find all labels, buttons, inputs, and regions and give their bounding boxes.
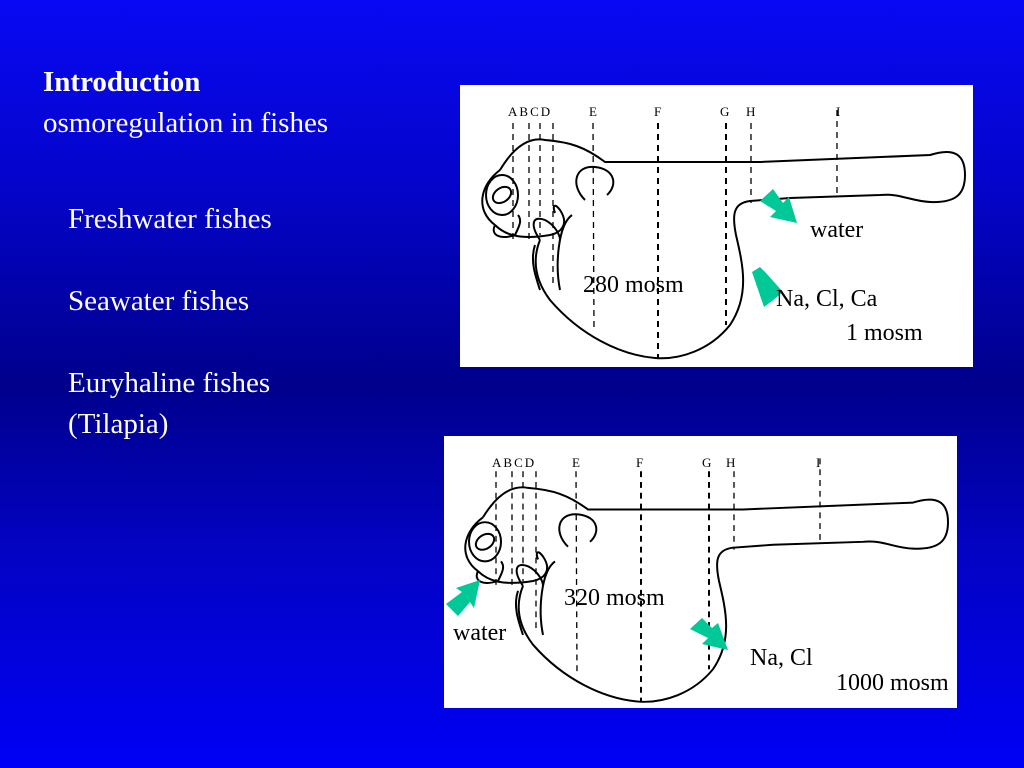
ions-label: Na, Cl, Ca bbox=[776, 286, 878, 312]
ions-in-arrow-icon bbox=[752, 267, 783, 307]
section-label: E bbox=[572, 455, 580, 470]
slide-subtitle: osmoregulation in fishes bbox=[43, 107, 329, 139]
slide-title: Introduction bbox=[43, 66, 201, 98]
section-label: F bbox=[654, 104, 662, 119]
section-label: E bbox=[589, 104, 597, 119]
section-label: G bbox=[702, 455, 712, 470]
ions-label: Na, Cl bbox=[750, 645, 813, 671]
section-label: I bbox=[816, 455, 821, 470]
internal-osmolality: 280 mosm bbox=[583, 272, 684, 298]
internal-osmolality: 320 mosm bbox=[564, 585, 665, 611]
list-item-seawater: Seawater fishes bbox=[68, 285, 250, 317]
section-labels: ABCD bbox=[492, 455, 537, 470]
external-osmolality: 1000 mosm bbox=[836, 670, 949, 696]
water-in-arrow-icon bbox=[446, 580, 480, 616]
section-label: I bbox=[836, 104, 841, 119]
section-label: G bbox=[720, 104, 730, 119]
seawater-fish-figure: ABCD E F G H I 320 mosm water Na, Cl 100… bbox=[444, 436, 957, 708]
external-osmolality: 1 mosm bbox=[846, 320, 923, 346]
water-label: water bbox=[810, 217, 864, 243]
list-item-freshwater: Freshwater fishes bbox=[68, 203, 272, 235]
section-label: H bbox=[746, 104, 756, 119]
section-labels: ABCD bbox=[508, 104, 553, 119]
water-out-arrow-icon bbox=[760, 189, 797, 223]
ions-out-arrow-icon bbox=[690, 618, 728, 650]
section-label: H bbox=[726, 455, 736, 470]
fish-diagram bbox=[446, 457, 949, 703]
water-label: water bbox=[453, 620, 507, 646]
list-item-tilapia: (Tilapia) bbox=[68, 408, 169, 440]
list-item-euryhaline: Euryhaline fishes bbox=[68, 367, 271, 399]
freshwater-fish-figure: ABCD E F G H I 280 mosm water Na, Cl, Ca… bbox=[460, 85, 973, 367]
fish-diagram bbox=[481, 109, 966, 360]
section-label: F bbox=[636, 455, 644, 470]
